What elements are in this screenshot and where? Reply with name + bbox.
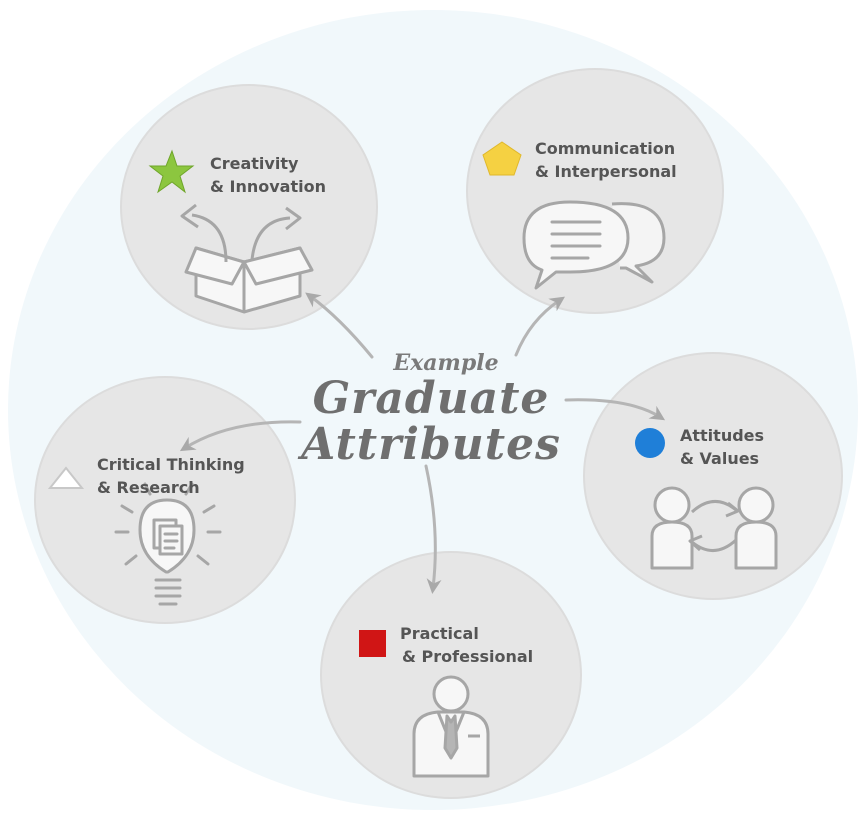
arrow-to-communication bbox=[514, 296, 565, 357]
label-communication-line2: & Interpersonal bbox=[535, 162, 677, 181]
light-bulb-icon bbox=[114, 482, 222, 606]
businessman-icon bbox=[412, 675, 490, 778]
pentagon-icon bbox=[482, 141, 522, 176]
label-attitudes-line1: Attitudes bbox=[680, 426, 765, 445]
label-creativity-line1: Creativity bbox=[210, 154, 299, 173]
speech-bubbles-icon bbox=[522, 200, 666, 290]
node-attitudes bbox=[583, 352, 843, 600]
arrow-to-practical bbox=[424, 464, 442, 594]
label-critical: Critical Thinking & Research bbox=[97, 453, 245, 499]
people-exchange-icon bbox=[650, 486, 778, 570]
center-title: Example Graduate Attributes bbox=[296, 350, 566, 468]
label-creativity-line2: & Innovation bbox=[210, 177, 326, 196]
arrow-to-critical bbox=[179, 420, 302, 452]
label-communication: Communication & Interpersonal bbox=[535, 137, 677, 183]
triangle-icon bbox=[47, 466, 85, 489]
square-icon bbox=[359, 630, 386, 657]
label-critical-line1: Critical Thinking bbox=[97, 455, 245, 474]
star-icon bbox=[148, 149, 195, 194]
label-critical-line2: & Research bbox=[97, 478, 200, 497]
open-box-icon bbox=[180, 203, 314, 314]
label-practical-line2: & Professional bbox=[402, 647, 534, 666]
label-practical-line1: Practical bbox=[400, 624, 479, 643]
label-communication-line1: Communication bbox=[535, 139, 676, 158]
node-communication bbox=[466, 68, 724, 314]
label-attitudes-line2: & Values bbox=[680, 449, 760, 468]
circle-icon bbox=[635, 428, 665, 458]
label-attitudes: Attitudes & Values bbox=[680, 424, 764, 470]
label-practical: Practical & Professional bbox=[400, 622, 533, 668]
label-creativity: Creativity & Innovation bbox=[210, 152, 326, 198]
arrow-to-attitudes bbox=[564, 398, 666, 421]
arrow-to-creativity bbox=[305, 292, 374, 359]
center-title-graduate: Graduate bbox=[312, 373, 550, 424]
center-title-example: Example bbox=[393, 350, 499, 376]
center-title-attributes: Attributes bbox=[301, 419, 561, 470]
